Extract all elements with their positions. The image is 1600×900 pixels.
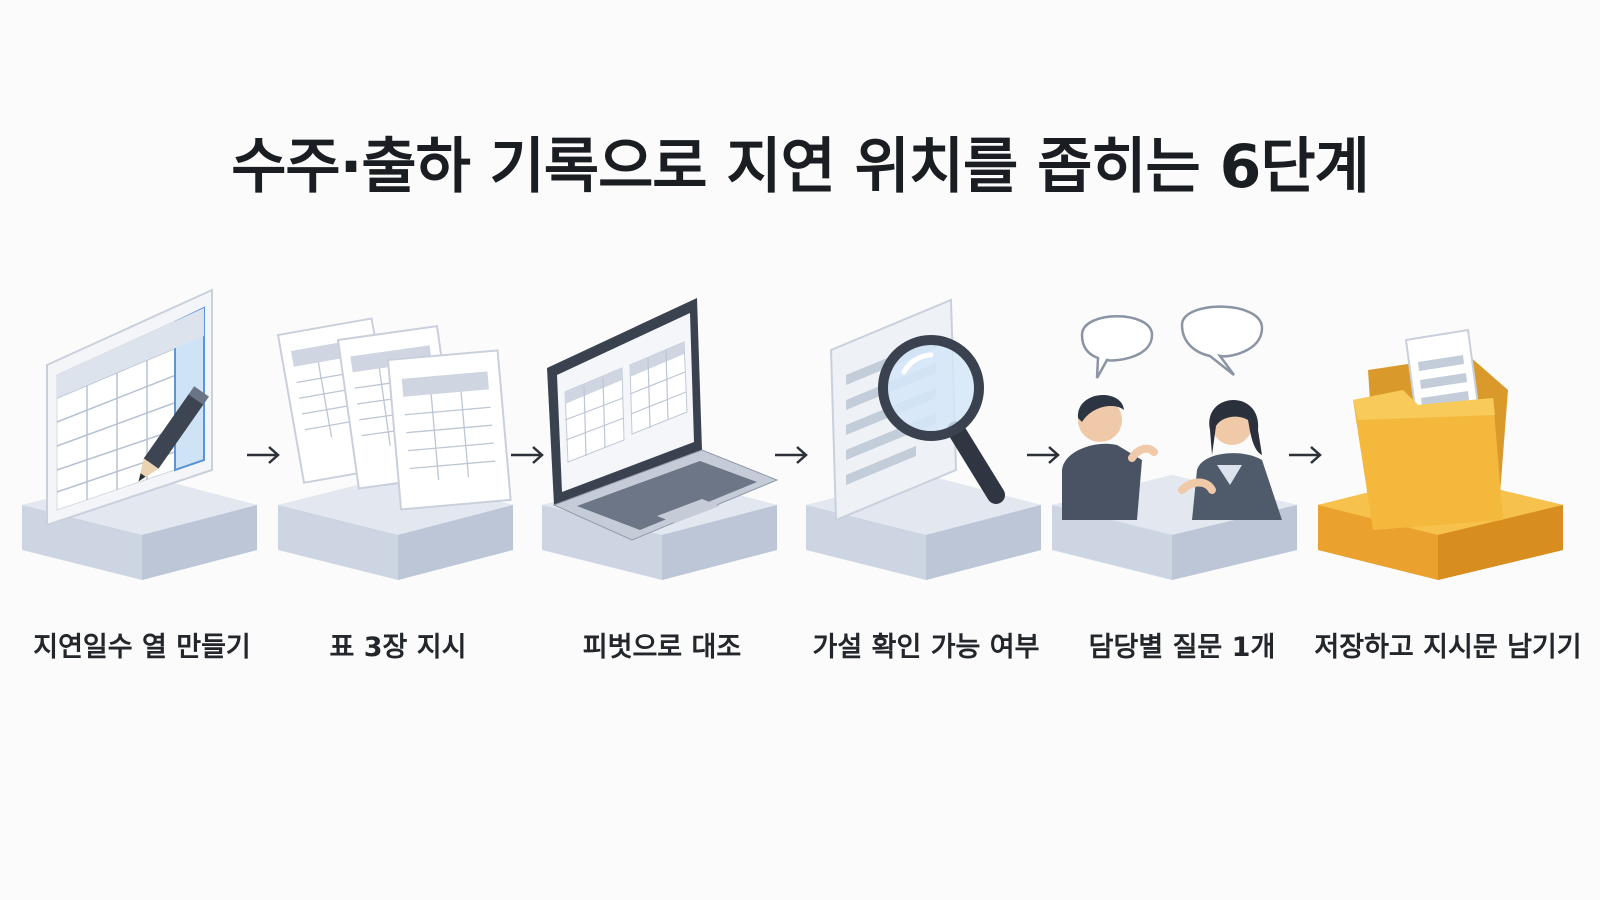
step-5: 담당별 질문 1개 xyxy=(1052,280,1312,663)
step-2-label: 표 3장 지시 xyxy=(329,632,467,663)
arrow-right-icon xyxy=(511,446,544,464)
spreadsheet-pencil-icon xyxy=(22,288,257,580)
arrow-right-icon xyxy=(1027,446,1060,464)
step-4: 가설 확인 가능 여부 xyxy=(796,280,1056,663)
step-1: 지연일수 열 만들기 xyxy=(12,280,272,663)
step-6-label: 저장하고 지시문 남기기 xyxy=(1314,632,1582,663)
document-magnifier-icon xyxy=(806,298,1041,580)
step-6: 저장하고 지시문 남기기 xyxy=(1314,280,1582,663)
two-people-speech-icon xyxy=(1052,305,1297,580)
laptop-pivot-icon xyxy=(542,298,779,580)
three-tables-icon xyxy=(276,317,513,580)
step-1-label: 지연일수 열 만들기 xyxy=(33,632,251,663)
page-title: 수주·출하 기록으로 지연 위치를 좁히는 6단계 xyxy=(231,132,1370,202)
step-5-label: 담당별 질문 1개 xyxy=(1088,632,1276,663)
folder-document-icon xyxy=(1318,328,1563,580)
arrow-right-icon xyxy=(1289,446,1322,464)
step-3-label: 피벗으로 대조 xyxy=(582,632,742,663)
step-3: 피벗으로 대조 xyxy=(532,280,792,663)
arrow-right-icon xyxy=(247,446,280,464)
step-2: 표 3장 지시 xyxy=(268,280,528,663)
arrow-right-icon xyxy=(775,446,808,464)
step-4-label: 가설 확인 가능 여부 xyxy=(812,632,1040,663)
